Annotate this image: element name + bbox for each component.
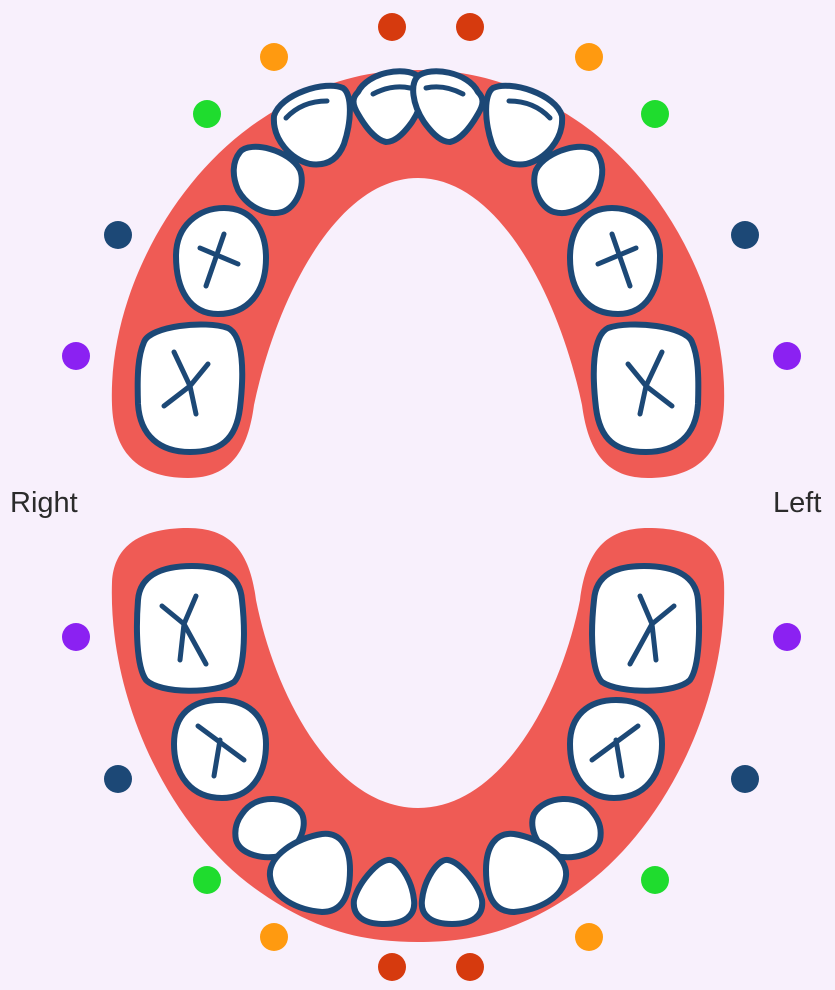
dot-upper-left-second-molar [773,342,801,370]
lower-left-second-molar [592,566,699,691]
dot-upper-right-second-molar [62,342,90,370]
dot-lower-right-canine [193,866,221,894]
upper-jaw [112,70,724,478]
left-side-label: Left [773,486,821,520]
dot-upper-right-first-molar [104,221,132,249]
right-side-label: Right [10,486,78,520]
dot-upper-left-central-incisor [456,13,484,41]
dot-upper-left-canine [641,100,669,128]
dot-upper-right-central-incisor [378,13,406,41]
dot-upper-left-lateral-incisor [575,43,603,71]
upper-left-first-molar [570,208,660,314]
dot-upper-left-first-molar [731,221,759,249]
dot-lower-right-lateral-incisor [260,923,288,951]
dot-lower-right-central-incisor [378,953,406,981]
dot-lower-left-central-incisor [456,953,484,981]
dot-lower-left-second-molar [773,623,801,651]
dot-lower-left-first-molar [731,765,759,793]
dot-upper-right-lateral-incisor [260,43,288,71]
dot-upper-right-canine [193,100,221,128]
dot-lower-right-first-molar [104,765,132,793]
lower-right-second-molar [137,566,244,691]
dot-lower-left-canine [641,866,669,894]
dot-lower-right-second-molar [62,623,90,651]
upper-right-first-molar [176,208,266,314]
dot-lower-left-lateral-incisor [575,923,603,951]
